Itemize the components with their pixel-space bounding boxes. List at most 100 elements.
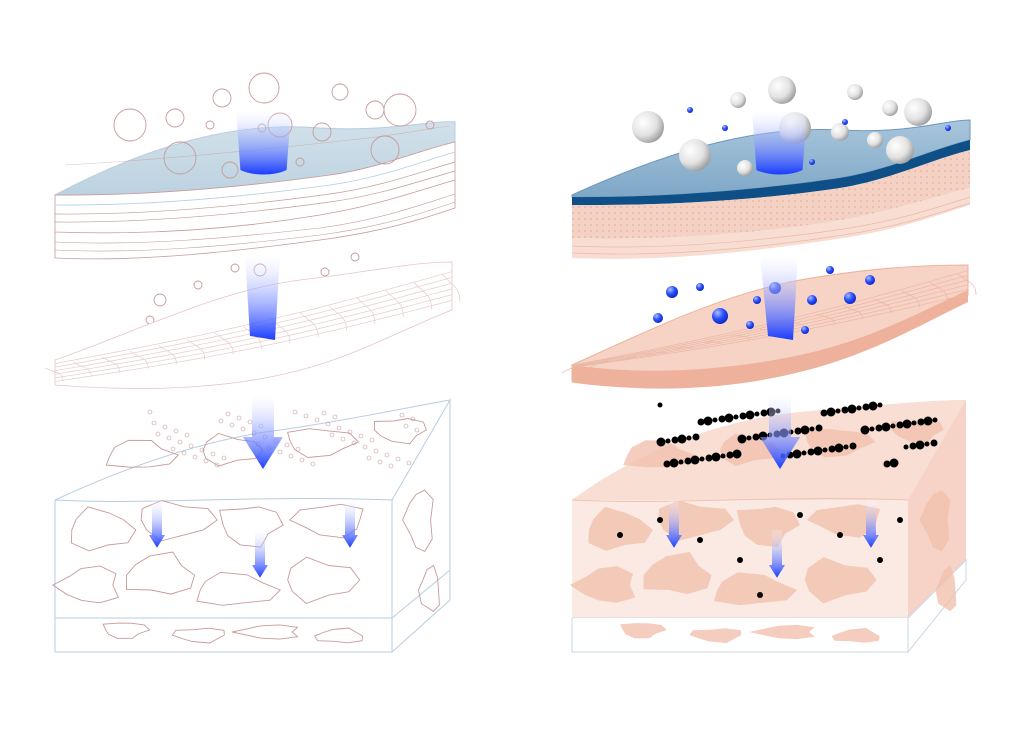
outline-cell	[70, 506, 137, 552]
outline-dot	[192, 454, 198, 460]
bubble	[679, 139, 711, 171]
outline-dot	[410, 416, 416, 422]
droplet	[917, 418, 925, 426]
droplet	[656, 437, 666, 447]
droplet	[932, 417, 938, 423]
filled-cell	[620, 623, 667, 639]
droplet	[930, 439, 938, 447]
filled-cellular-block	[569, 400, 967, 654]
droplet	[699, 456, 705, 462]
droplet	[752, 433, 760, 441]
droplet	[837, 532, 843, 538]
outline-cell	[402, 489, 434, 552]
filled-cell	[713, 572, 798, 606]
droplet	[902, 419, 912, 429]
outline-bubble	[153, 293, 167, 307]
droplet	[671, 436, 679, 444]
water-drop	[945, 125, 951, 131]
outline-arrows	[149, 110, 358, 578]
bubble	[632, 111, 664, 143]
droplet	[739, 412, 747, 420]
filled-cell	[831, 628, 880, 643]
droplet	[690, 455, 700, 465]
outline-dot	[236, 415, 242, 421]
outline-dot	[299, 457, 305, 463]
water-drop	[826, 266, 834, 274]
outline-dot	[292, 409, 298, 415]
outline-bubble	[212, 88, 232, 108]
outline-cell-arrow	[252, 530, 268, 578]
outline-dot	[240, 426, 246, 432]
outline-dot	[173, 428, 179, 434]
droplet	[737, 557, 743, 563]
droplet	[663, 460, 671, 468]
outline-cell	[196, 571, 281, 606]
outline-dot	[288, 453, 294, 459]
droplet	[813, 446, 823, 456]
droplet	[801, 450, 807, 456]
bubble	[882, 100, 898, 116]
outline-dot	[395, 456, 401, 462]
droplet	[828, 445, 836, 453]
outline-bubble	[295, 157, 305, 167]
droplet	[877, 402, 883, 408]
outline-dot	[166, 435, 172, 441]
droplet	[877, 557, 883, 563]
outline-bubble	[193, 280, 203, 290]
droplet	[726, 451, 734, 459]
droplet	[705, 454, 713, 462]
droplet	[820, 409, 828, 417]
droplet	[797, 512, 803, 518]
outline-dot	[188, 443, 194, 449]
filled-cell	[588, 506, 653, 551]
outline-entry-tube	[236, 110, 291, 175]
droplet	[697, 418, 705, 426]
outline-dot	[177, 439, 183, 445]
droplet	[862, 403, 870, 411]
filled-cell	[749, 624, 815, 640]
droplet	[732, 449, 742, 459]
water-drop	[653, 313, 663, 323]
outline-bubble	[425, 120, 435, 130]
droplet	[657, 517, 663, 523]
outline-dot	[218, 418, 224, 424]
filled-droplets	[617, 401, 938, 598]
outline-dot	[181, 450, 187, 456]
outline-cell-arrow	[149, 500, 165, 548]
outline-cell	[102, 622, 151, 639]
filled-cell	[736, 506, 801, 548]
droplet	[868, 401, 878, 411]
outline-dot	[377, 459, 383, 465]
outline-dot	[332, 414, 338, 420]
filled-cell	[643, 552, 712, 595]
bubble	[831, 123, 849, 141]
outline-dot	[162, 424, 168, 430]
droplet	[754, 411, 760, 417]
droplet	[875, 424, 883, 432]
outline-dot	[277, 449, 283, 455]
bubble	[886, 136, 914, 164]
outline-bubble	[230, 263, 240, 273]
droplet	[881, 422, 891, 432]
droplet	[697, 537, 703, 543]
outline-dot	[314, 417, 320, 423]
outline-cell	[313, 627, 363, 644]
outline-cell	[105, 439, 180, 468]
outline-dot	[373, 448, 379, 454]
outline-mesh-arrow	[245, 255, 280, 340]
droplet	[849, 442, 857, 450]
droplet	[897, 517, 903, 523]
droplet	[815, 424, 823, 432]
outline-dot	[384, 452, 390, 458]
filled-cell	[689, 628, 742, 643]
filled-arrows	[666, 110, 879, 578]
outline-dot	[229, 422, 235, 428]
filled-cell	[804, 557, 877, 604]
outline-dot	[403, 423, 409, 429]
droplet	[883, 460, 891, 468]
outline-dot	[340, 436, 346, 442]
filled-cell-arrow	[666, 500, 682, 548]
outline-bubble	[205, 120, 215, 130]
droplet	[860, 425, 870, 435]
droplet	[711, 452, 721, 462]
